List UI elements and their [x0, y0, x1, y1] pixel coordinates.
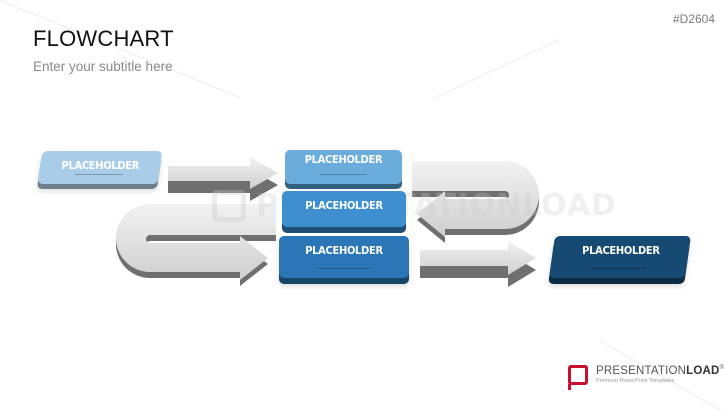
u-turn-arrow-right [412, 161, 539, 243]
node-label: PLACEHOLDER [305, 244, 383, 257]
footer-logo: PRESENTATIONLOAD® Premium PowerPoint Tem… [568, 365, 724, 390]
slide-subtitle: Enter your subtitle here [33, 59, 173, 74]
node-label: PLACEHOLDER [61, 159, 140, 172]
node-divider [318, 268, 370, 269]
node-stack-middle[interactable]: PLACEHOLDER [282, 191, 406, 227]
arrow-stack-bottom-to-end [420, 241, 536, 287]
slide-title: FLOWCHART [33, 26, 174, 51]
logo-brand: PRESENTATIONLOAD® [596, 365, 724, 377]
u-turn-arrow-left [116, 204, 276, 286]
watermark: PRESENTATIONLOAD [212, 188, 617, 223]
slide-code: #D2604 [672, 12, 715, 26]
node-stack-top[interactable]: PLACEHOLDER [285, 150, 402, 184]
logo-tagline: Premium PowerPoint Templates [596, 378, 675, 385]
node-end[interactable]: PLACEHOLDER [549, 236, 691, 278]
watermark-text-bold: LOAD [522, 188, 617, 223]
node-start[interactable]: PLACEHOLDER [37, 151, 163, 184]
watermark-logo-icon [212, 189, 246, 222]
node-label: PLACEHOLDER [304, 153, 383, 166]
node-divider [74, 174, 124, 175]
presentationload-logo-icon [568, 365, 588, 390]
node-stack-bottom[interactable]: PLACEHOLDER [279, 236, 409, 278]
node-divider [320, 174, 367, 175]
node-label: PLACEHOLDER [305, 199, 383, 212]
node-label: PLACEHOLDER [582, 244, 660, 257]
logo-brand-bold: LOAD [686, 364, 720, 377]
logo-brand-light: PRESENTATION [596, 364, 687, 377]
node-divider [591, 268, 646, 269]
logo-registered: ® [719, 365, 725, 372]
arrow-start-to-stack-top [168, 157, 278, 201]
